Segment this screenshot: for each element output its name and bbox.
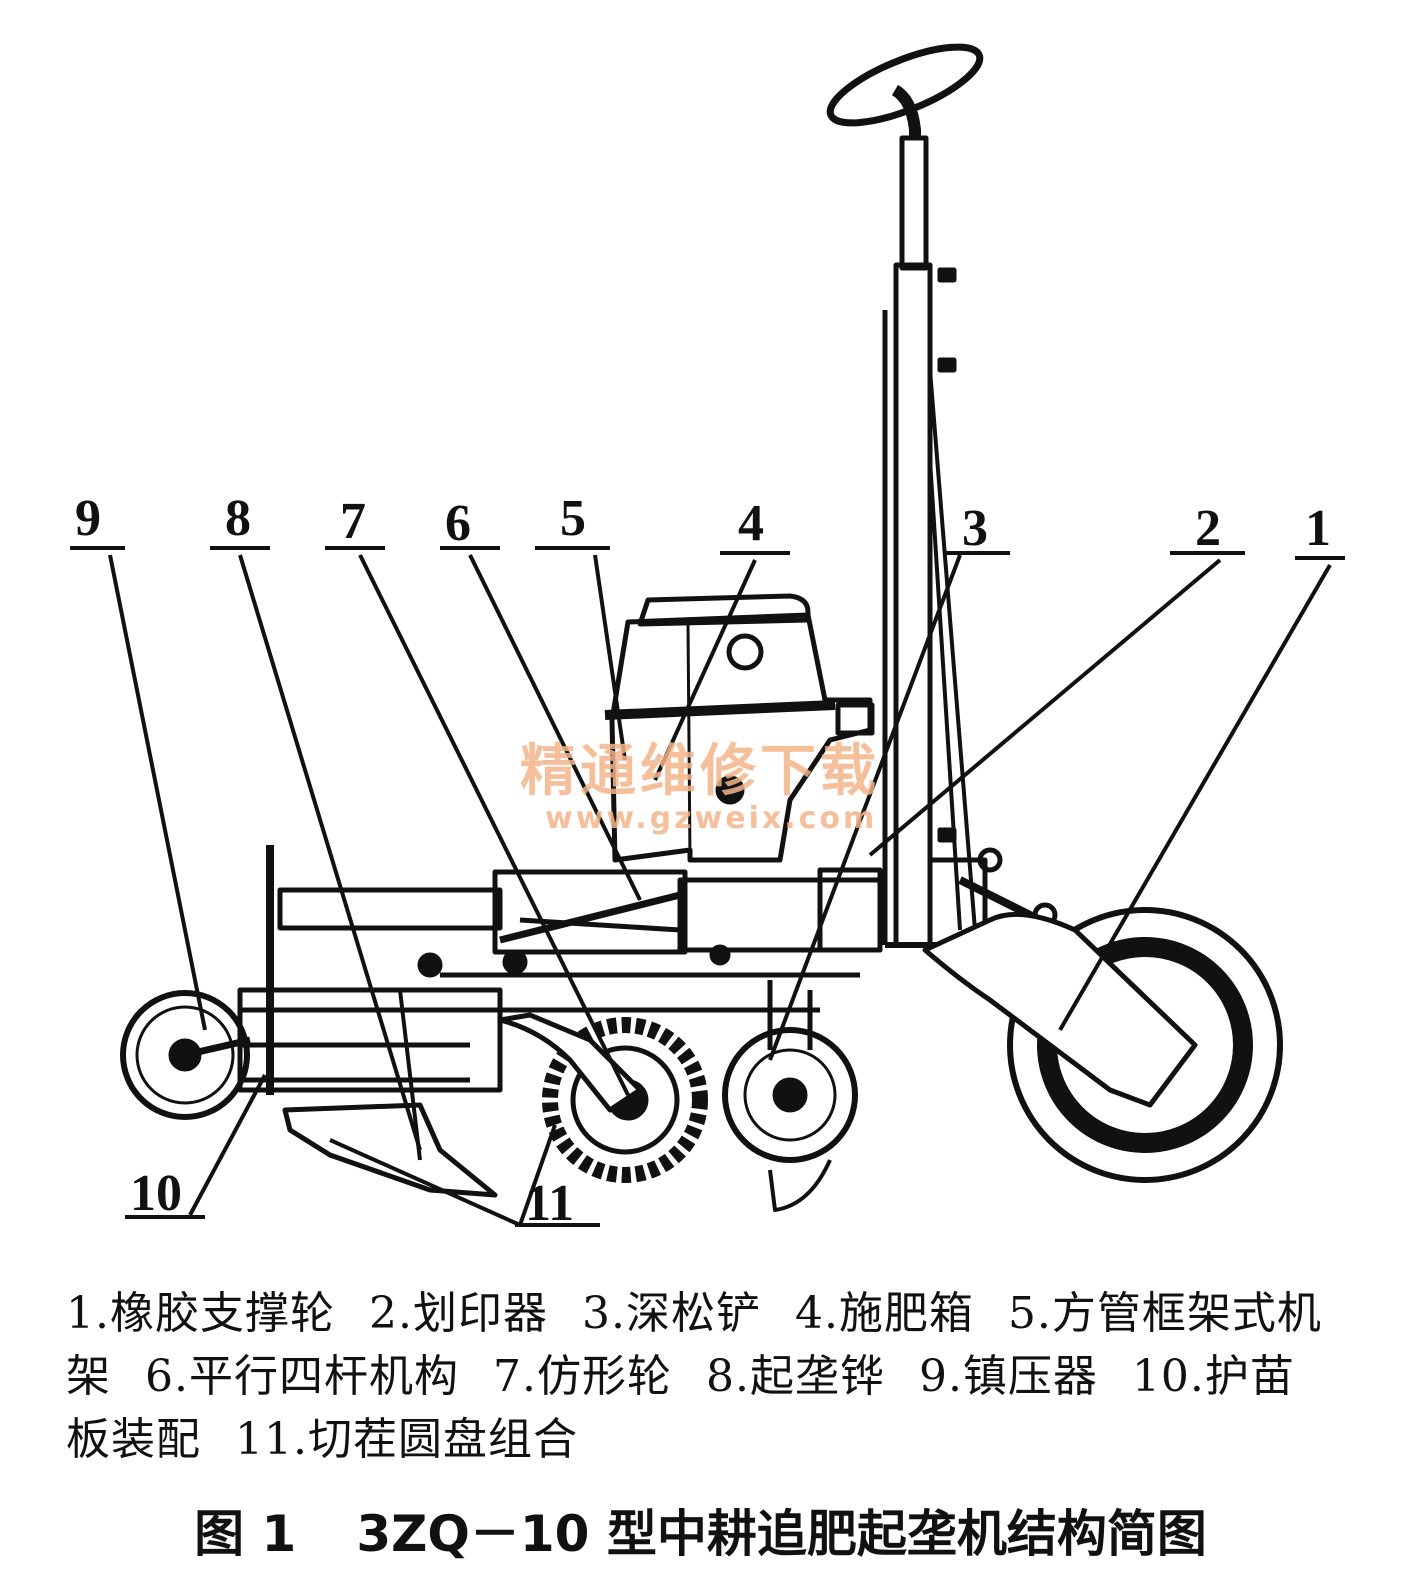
watermark: 精通维修下载 www.gzweix.com [520,739,880,836]
label-10: 10 [130,1165,182,1222]
label-9: 9 [75,490,101,547]
figure-title: 3ZQ－10 型中耕追肥起垄机结构简图 [356,1505,1207,1563]
legend-item: 2.划印器 [368,1288,548,1339]
stubble-cutting-disc [722,980,858,1212]
press-roller [120,990,251,1120]
ridging-plough [282,989,498,1198]
figure-caption: 图 1 3ZQ－10 型中耕追肥起垄机结构简图 [0,1494,1401,1566]
label-1: 1 [1305,500,1331,557]
gauge-wheel [497,1012,708,1183]
legend-item: 4.施肥箱 [794,1288,974,1339]
legend-item: 8.起垄铧 [705,1351,885,1402]
legend-item: 10.护苗板装配 [66,1351,1295,1465]
label-4: 4 [738,495,764,552]
legend-item: 7.仿形轮 [492,1351,672,1402]
label-8: 8 [225,490,251,547]
label-5: 5 [560,490,586,547]
label-6: 6 [445,495,471,552]
rubber-support-wheel [922,907,1283,1183]
figure-number: 图 1 [194,1505,297,1563]
watermark-url: www.gzweix.com [545,801,877,836]
legend-item: 11.切茬圆盘组合 [235,1414,578,1465]
legend-item: 6.平行四杆机构 [145,1351,459,1402]
legend-item: 3.深松铲 [581,1288,761,1339]
label-2: 2 [1195,500,1221,557]
machine-structure-diagram: 1 2 3 4 5 6 7 8 9 10 11 精通维修下载 www.gzwei… [70,43,1345,1232]
steering-assembly [826,43,984,948]
legend-item: 9.镇压器 [918,1351,1098,1402]
square-tube-frame [277,847,1062,1013]
part-labels: 1 2 3 4 5 6 7 8 9 10 11 [75,490,1331,1232]
legend-item: 1.橡胶支撑轮 [66,1288,335,1339]
fertilizer-box [604,593,875,863]
label-7: 7 [340,493,366,550]
legend-item: 5.方管框架式机架 [66,1288,1322,1402]
seedling-guard-plate [237,845,503,1095]
leader-lines [108,554,1332,1227]
label-3: 3 [962,500,988,557]
label-underlines [70,546,1345,1227]
label-11: 11 [525,1175,574,1232]
watermark-text: 精通维修下载 [520,739,880,804]
